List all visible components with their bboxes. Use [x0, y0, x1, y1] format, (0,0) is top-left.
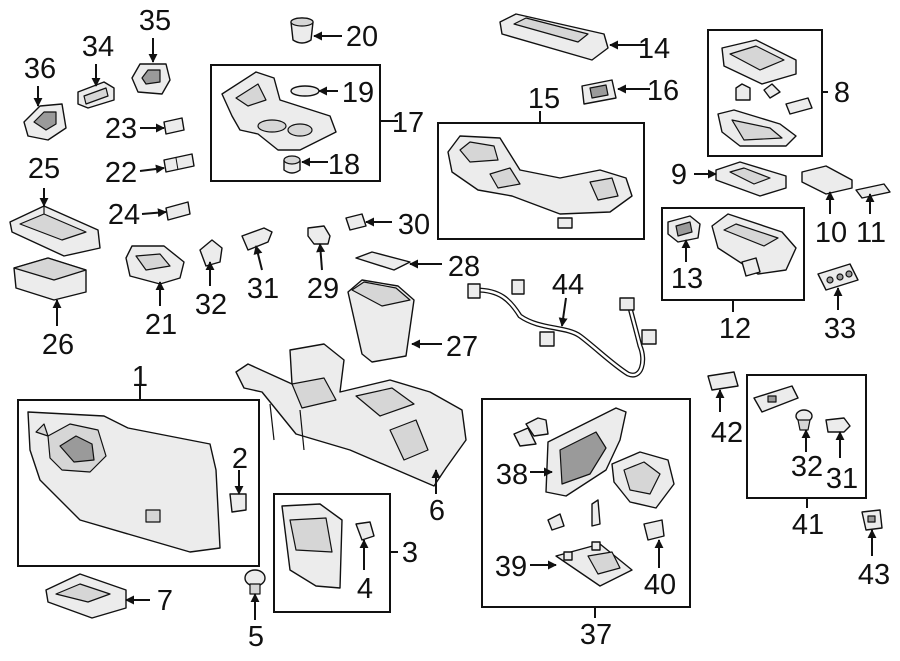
part-39-switch-plate [555, 541, 633, 587]
callout-18: 18 [328, 149, 360, 181]
leader-lines [33, 31, 877, 620]
callout-1: 1 [132, 361, 148, 393]
callout-10: 10 [815, 217, 847, 249]
part-11-liner [855, 183, 891, 199]
callout-15: 15 [528, 83, 560, 115]
callout-41: 41 [792, 509, 824, 541]
part-16-mat [581, 79, 617, 105]
part-34-switch [77, 81, 115, 109]
callout-16: 16 [647, 75, 679, 107]
part-5-push-pin [244, 569, 266, 595]
callout-23: 23 [105, 113, 137, 145]
callout-22: 22 [105, 157, 137, 189]
callout-8: 8 [834, 77, 850, 109]
part-44-harness [467, 279, 657, 378]
callout-17: 17 [392, 107, 424, 139]
part-21-bracket [125, 245, 185, 285]
callout-33: 33 [824, 313, 856, 345]
part-8-armrest [717, 39, 813, 147]
callout-13: 13 [671, 263, 703, 295]
callout-44: 44 [552, 269, 584, 301]
part-6-console-frame [235, 343, 467, 487]
part-35-cover [131, 63, 171, 95]
callout-25: 25 [28, 153, 60, 185]
callout-11: 11 [856, 217, 886, 249]
part-17-trim-plate [221, 71, 337, 151]
part-18-cup [283, 155, 301, 174]
part-31-bulb-b [825, 417, 851, 433]
part-9-bin [715, 161, 787, 197]
callout-37: 37 [580, 619, 612, 651]
part-41-socket [753, 385, 799, 413]
callout-29: 29 [307, 273, 339, 305]
callout-9: 9 [671, 159, 687, 191]
callout-30: 30 [398, 209, 430, 241]
part-33-switch-plate [817, 263, 859, 291]
group-box-37 [481, 398, 691, 608]
callout-12: 12 [719, 313, 751, 345]
callout-24: 24 [108, 199, 140, 231]
part-7-bracket [45, 573, 127, 619]
callout-38: 38 [496, 459, 528, 491]
part-2-clip [229, 493, 247, 513]
part-19-ring [290, 85, 320, 97]
part-23-clip [163, 117, 185, 135]
part-3-panel [281, 503, 343, 589]
callout-39: 39 [495, 551, 527, 583]
part-4-clip [355, 521, 375, 541]
callout-21: 21 [145, 309, 177, 341]
callout-26: 26 [42, 329, 74, 361]
part-10-pad [801, 165, 853, 195]
part-25-lid [9, 205, 101, 257]
callout-35: 35 [139, 5, 171, 37]
callout-31-b: 31 [826, 463, 858, 495]
part-32-grommet [199, 239, 223, 267]
part-15-top-panel [447, 135, 633, 229]
part-24-clip [165, 201, 191, 221]
callout-2: 2 [232, 443, 248, 475]
part-31-bulb [241, 227, 273, 251]
part-13-latch [667, 215, 701, 243]
callout-32-b: 32 [791, 451, 823, 483]
callout-27: 27 [446, 331, 478, 363]
callout-34: 34 [82, 31, 114, 63]
callout-31-a: 31 [247, 273, 279, 305]
part-14-lid [499, 13, 609, 61]
callout-42: 42 [711, 417, 743, 449]
part-29-clip [307, 225, 331, 245]
callout-43: 43 [858, 559, 890, 591]
callout-20: 20 [346, 21, 378, 53]
callout-36: 36 [24, 53, 56, 85]
callout-3: 3 [402, 537, 418, 569]
callout-4: 4 [357, 573, 373, 605]
part-36-bezel [23, 103, 67, 141]
callout-14: 14 [638, 33, 670, 65]
callout-32-a: 32 [195, 289, 227, 321]
group-box-17 [210, 64, 381, 182]
callout-5: 5 [248, 621, 264, 653]
callout-28: 28 [448, 251, 480, 283]
part-28-mat [355, 251, 411, 271]
callout-7: 7 [157, 585, 173, 617]
callout-6: 6 [429, 495, 445, 527]
callout-labels: 1 2 3 4 5 6 7 8 9 10 11 12 13 14 15 16 1… [24, 5, 890, 653]
part-26-bin [13, 257, 87, 301]
part-1-side-panel [27, 411, 221, 553]
part-22-clip [163, 153, 195, 173]
part-12-tray [711, 213, 797, 277]
callout-19: 19 [342, 77, 374, 109]
part-27-cupholder [347, 279, 415, 363]
part-43-clip [861, 509, 883, 531]
part-32-grommet-b [795, 409, 813, 431]
part-42-bulb [707, 371, 739, 391]
part-20-cup [290, 17, 314, 44]
part-37-bezel [513, 407, 675, 541]
group-box-1 [17, 399, 260, 567]
part-30-clip [345, 213, 367, 231]
callout-40: 40 [644, 569, 676, 601]
